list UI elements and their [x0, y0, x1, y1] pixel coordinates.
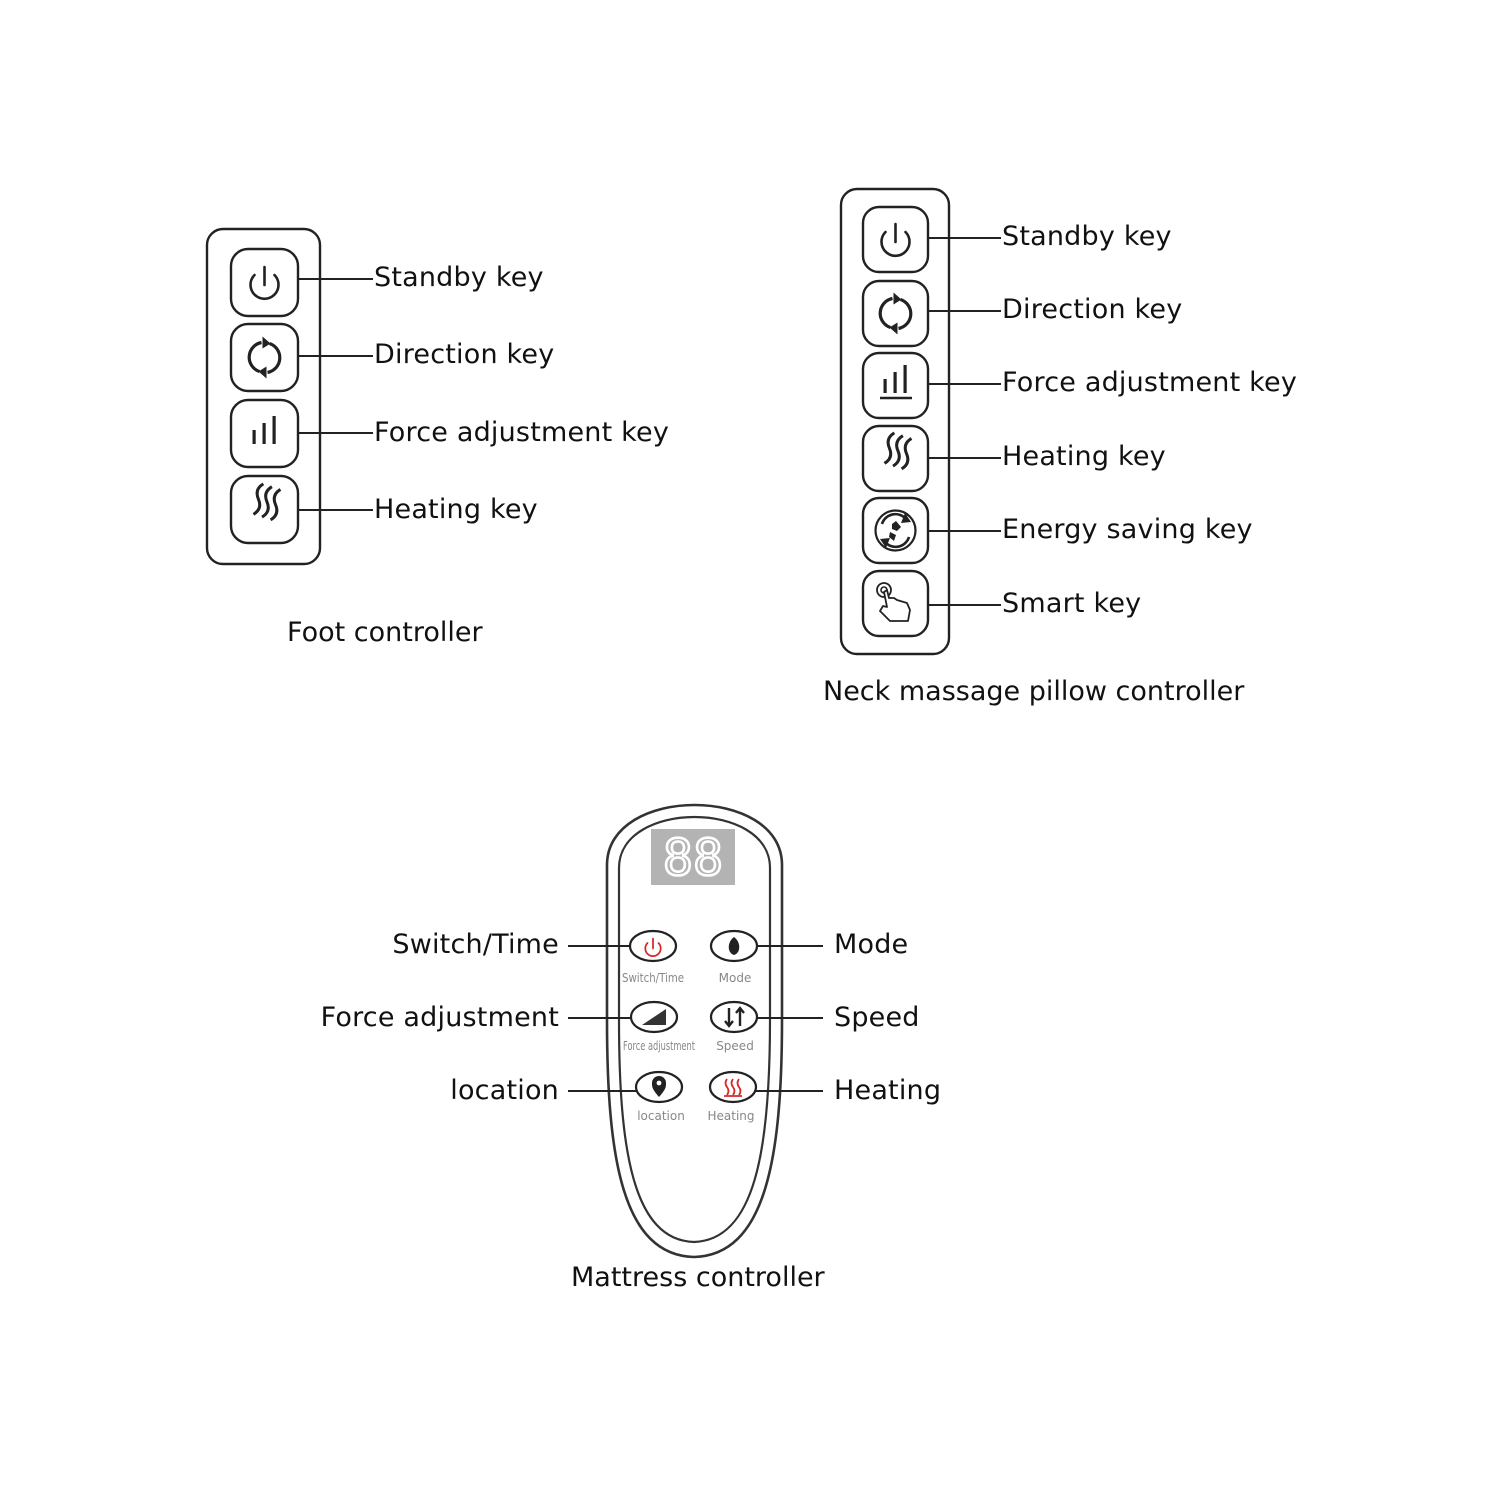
mattress-label-force: Force adjustment — [320, 1002, 559, 1033]
mattress-label-location: location — [450, 1075, 559, 1106]
foot-controller-caption: Foot controller — [287, 617, 483, 648]
location-pin-icon — [652, 1076, 666, 1097]
foot-controller-body — [205, 227, 322, 566]
foot-force-button[interactable] — [229, 398, 300, 469]
mode-caption: Mode — [719, 971, 752, 985]
force-ramp-icon — [642, 1009, 666, 1025]
foot-controller — [205, 227, 373, 566]
neck-force-button[interactable] — [861, 351, 930, 420]
foot-heating-button[interactable] — [229, 474, 300, 545]
mattress-label-switch-time: Switch/Time — [392, 929, 559, 960]
neck-heating-button[interactable] — [861, 424, 930, 493]
mattress-controller-body — [605, 803, 784, 1259]
foot-label-standby: Standby key — [374, 262, 544, 293]
neck-label-heating: Heating key — [1002, 441, 1166, 472]
foot-label-direction: Direction key — [374, 339, 555, 370]
energy-saving-icon — [874, 509, 917, 552]
neck-smart-button[interactable] — [861, 569, 930, 638]
heating-icon — [724, 1078, 742, 1097]
mattress-location-button[interactable] — [634, 1070, 684, 1104]
hand-touch-icon — [876, 582, 911, 622]
location-caption: location — [637, 1109, 685, 1123]
mattress-speed-button[interactable] — [709, 1000, 759, 1034]
neck-label-energy-saving: Energy saving key — [1002, 514, 1253, 545]
display-digits: 88 — [663, 829, 723, 887]
neck-label-standby: Standby key — [1002, 221, 1172, 252]
neck-standby-button[interactable] — [861, 205, 930, 274]
neck-leader-lines — [928, 237, 1001, 606]
led-display — [651, 829, 735, 885]
heating-caption: Heating — [707, 1109, 754, 1123]
power-icon — [644, 937, 662, 958]
force-caption: Force adjustment — [623, 1039, 695, 1053]
foot-label-force: Force adjustment key — [374, 417, 670, 448]
mattress-label-speed: Speed — [834, 1002, 920, 1033]
mattress-mode-button[interactable] — [709, 929, 759, 963]
speed-caption: Speed — [716, 1039, 754, 1053]
mode-icon — [728, 937, 740, 955]
mattress-controller-caption: Mattress controller — [571, 1262, 825, 1293]
mattress-label-heating: Heating — [834, 1075, 942, 1106]
neck-controller-caption: Neck massage pillow controller — [823, 676, 1245, 707]
switch-time-caption: Switch/Time — [622, 971, 684, 985]
mattress-label-mode: Mode — [834, 929, 909, 960]
mattress-controller: 88 Switch/Time Mode Force adjustment — [568, 803, 823, 1259]
foot-standby-button[interactable] — [229, 247, 300, 318]
neck-controller — [839, 187, 1001, 656]
neck-label-smart: Smart key — [1002, 588, 1142, 619]
mattress-leader-lines — [568, 945, 823, 1092]
mattress-switch-time-button[interactable] — [628, 929, 678, 963]
foot-leader-lines — [298, 278, 373, 511]
neck-label-force: Force adjustment key — [1002, 367, 1298, 398]
neck-controller-body — [839, 187, 951, 656]
neck-label-direction: Direction key — [1002, 294, 1183, 325]
mattress-heating-button[interactable] — [708, 1070, 758, 1104]
foot-direction-button[interactable] — [229, 322, 300, 393]
mattress-controller-inner-rim — [617, 816, 772, 1244]
neck-direction-button[interactable] — [861, 279, 930, 348]
speed-arrows-icon — [724, 1006, 745, 1028]
foot-label-heating: Heating key — [374, 494, 538, 525]
mattress-force-button[interactable] — [629, 1000, 679, 1034]
neck-energy-saving-button[interactable] — [861, 496, 930, 565]
